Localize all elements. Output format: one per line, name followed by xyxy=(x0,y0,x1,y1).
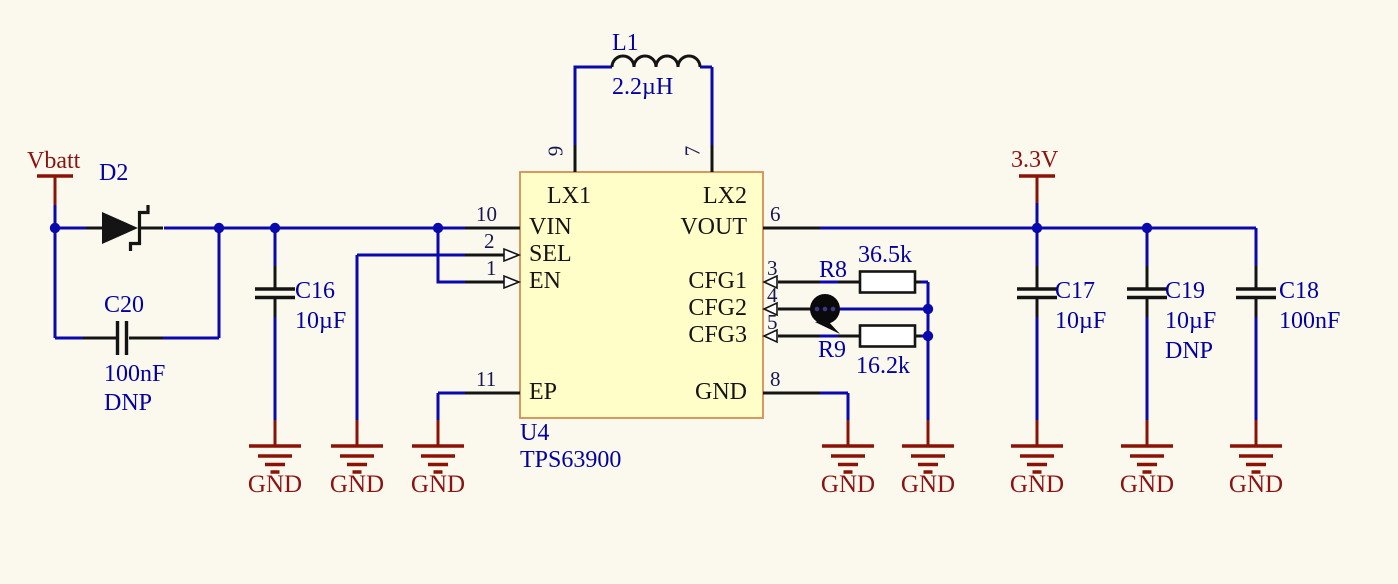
wire-ep-to-gnd[interactable] xyxy=(436,391,465,420)
pin-name-cfg1: CFG1 xyxy=(688,268,747,294)
pin-name-cfg2: CFG2 xyxy=(688,295,747,321)
gnd-label: GND xyxy=(900,471,956,498)
wire-en-to-vin[interactable] xyxy=(436,228,465,284)
gnd-label: GND xyxy=(820,471,876,498)
pin-name-lx2: LX2 xyxy=(703,183,747,209)
designator-r9: R9 xyxy=(818,337,847,363)
value-c20: 100nF xyxy=(104,361,166,387)
gnd-label: GND xyxy=(1009,471,1065,498)
wire-sel-to-gnd[interactable] xyxy=(355,253,465,420)
power-port-3v3[interactable] xyxy=(1019,174,1055,203)
gnd-symbol-c16[interactable] xyxy=(249,420,301,474)
designator-r8: R8 xyxy=(819,257,848,283)
value-c18: 100nF xyxy=(1279,308,1341,334)
wire-lx1-lx2[interactable] xyxy=(573,65,714,145)
value-r9: 16.2k xyxy=(856,353,910,379)
capacitor-c20-symbol[interactable] xyxy=(83,321,163,355)
gnd-symbol-sel[interactable] xyxy=(331,420,383,474)
gnd-symbol-cfg[interactable] xyxy=(902,420,954,474)
pin-number-11: 11 xyxy=(476,367,497,391)
gnd-symbol-c19[interactable] xyxy=(1121,420,1173,474)
note-c20-dnp: DNP xyxy=(104,390,153,416)
value-l1: 2.2µH xyxy=(612,74,674,100)
gnd-label: GND xyxy=(247,471,303,498)
gnd-symbol-c18[interactable] xyxy=(1230,420,1282,474)
capacitor-c19-symbol[interactable] xyxy=(1127,266,1167,317)
ic-u4-body[interactable] xyxy=(519,171,764,419)
value-c17: 10µF xyxy=(1055,308,1107,334)
pin-number-9: 9 xyxy=(543,145,568,157)
pin-number-4: 4 xyxy=(767,283,778,307)
pin-number-10: 10 xyxy=(476,202,497,226)
designator-l1: L1 xyxy=(612,30,639,56)
power-port-vbatt[interactable] xyxy=(37,174,73,205)
value-r8: 36.5k xyxy=(858,242,912,268)
resistor-r8-symbol[interactable] xyxy=(838,270,921,294)
resistor-r9-symbol[interactable] xyxy=(838,324,921,348)
ic-pin-stubs[interactable] xyxy=(465,145,820,395)
pin-name-sel: SEL xyxy=(529,241,572,267)
pin-input-arrows xyxy=(503,247,778,344)
designator-c18: C18 xyxy=(1279,278,1320,304)
pin-name-cfg3: CFG3 xyxy=(688,322,747,348)
pin-name-vin: VIN xyxy=(529,214,572,240)
gnd-label: GND xyxy=(1119,471,1175,498)
pin-number-3: 3 xyxy=(767,256,778,280)
designator-c17: C17 xyxy=(1055,278,1096,304)
value-c19: 10µF xyxy=(1165,308,1217,334)
designator-c20: C20 xyxy=(104,292,145,318)
value-c16: 10µF xyxy=(295,308,347,334)
part-number-u4: TPS63900 xyxy=(520,447,622,473)
net-label-3v3[interactable]: 3.3V xyxy=(1011,147,1059,173)
wire-vin-rail[interactable] xyxy=(53,205,465,340)
pin-number-5: 5 xyxy=(767,310,778,334)
designator-c19: C19 xyxy=(1165,278,1206,304)
comment-bubble-icon[interactable] xyxy=(810,294,840,334)
gnd-symbol-pin8[interactable] xyxy=(822,420,874,474)
gnd-label: GND xyxy=(410,471,466,498)
diode-d2-symbol[interactable] xyxy=(86,205,163,251)
gnd-symbol-c17[interactable] xyxy=(1011,420,1063,474)
capacitor-c17-symbol[interactable] xyxy=(1017,266,1057,317)
pin-number-1: 1 xyxy=(486,256,497,280)
pin-number-8: 8 xyxy=(770,367,781,391)
gnd-symbol-ep[interactable] xyxy=(412,420,464,474)
capacitor-c16-symbol[interactable] xyxy=(255,266,295,317)
pin-name-ep: EP xyxy=(529,379,558,405)
gnd-label: GND xyxy=(329,471,385,498)
designator-u4: U4 xyxy=(520,420,550,446)
pin-name-lx1: LX1 xyxy=(547,183,591,209)
pin-name-gnd: GND xyxy=(695,379,747,405)
pin-number-6: 6 xyxy=(770,202,781,226)
capacitor-c18-symbol[interactable] xyxy=(1236,266,1276,317)
designator-d2: D2 xyxy=(99,160,129,186)
net-label-vbatt[interactable]: Vbatt xyxy=(27,148,81,174)
gnd-label: GND xyxy=(1228,471,1284,498)
pin-number-7: 7 xyxy=(680,145,705,157)
designator-c16: C16 xyxy=(295,278,336,304)
pin-name-vout: VOUT xyxy=(680,214,747,240)
inductor-l1-symbol[interactable] xyxy=(610,54,702,68)
pin-number-2: 2 xyxy=(484,229,495,253)
wire-pin8-gnd[interactable] xyxy=(820,391,850,420)
pin-name-en: EN xyxy=(529,268,561,294)
note-c19-dnp: DNP xyxy=(1165,338,1214,364)
junction-dots xyxy=(49,222,1153,342)
